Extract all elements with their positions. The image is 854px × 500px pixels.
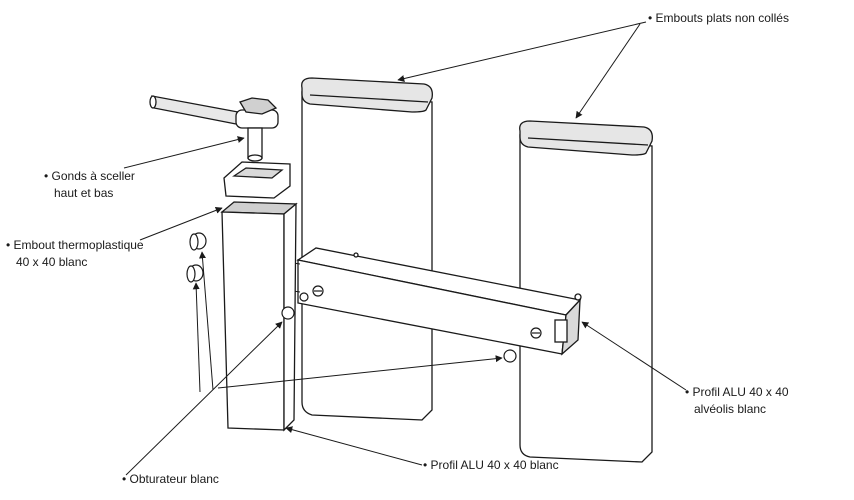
label-embout-thermoplastique-line2: 40 x 40 blanc xyxy=(16,255,88,269)
right-panel xyxy=(519,120,653,463)
obturators xyxy=(186,232,517,363)
left-panel xyxy=(301,77,433,421)
label-profil-alveolis-line2: alvéolis blanc xyxy=(694,402,767,416)
label-profil-blanc: • Profil ALU 40 x 40 blanc xyxy=(423,458,559,472)
screws xyxy=(299,285,542,339)
label-embout-thermoplastique: • Embout thermoplastique xyxy=(6,238,144,252)
leader-lines xyxy=(123,21,687,476)
label-embouts-plats: • Embouts plats non collés xyxy=(648,11,789,25)
horizontal-profile xyxy=(296,247,582,356)
label-gonds: • Gonds à sceller xyxy=(44,169,135,183)
hinge xyxy=(149,95,279,162)
label-obturateur: • Obturateur blanc xyxy=(122,472,219,486)
thermoplastic-cap xyxy=(223,161,291,199)
label-profil-alveolis: • Profil ALU 40 x 40 xyxy=(685,385,789,399)
label-gonds-line2: haut et bas xyxy=(54,186,114,200)
